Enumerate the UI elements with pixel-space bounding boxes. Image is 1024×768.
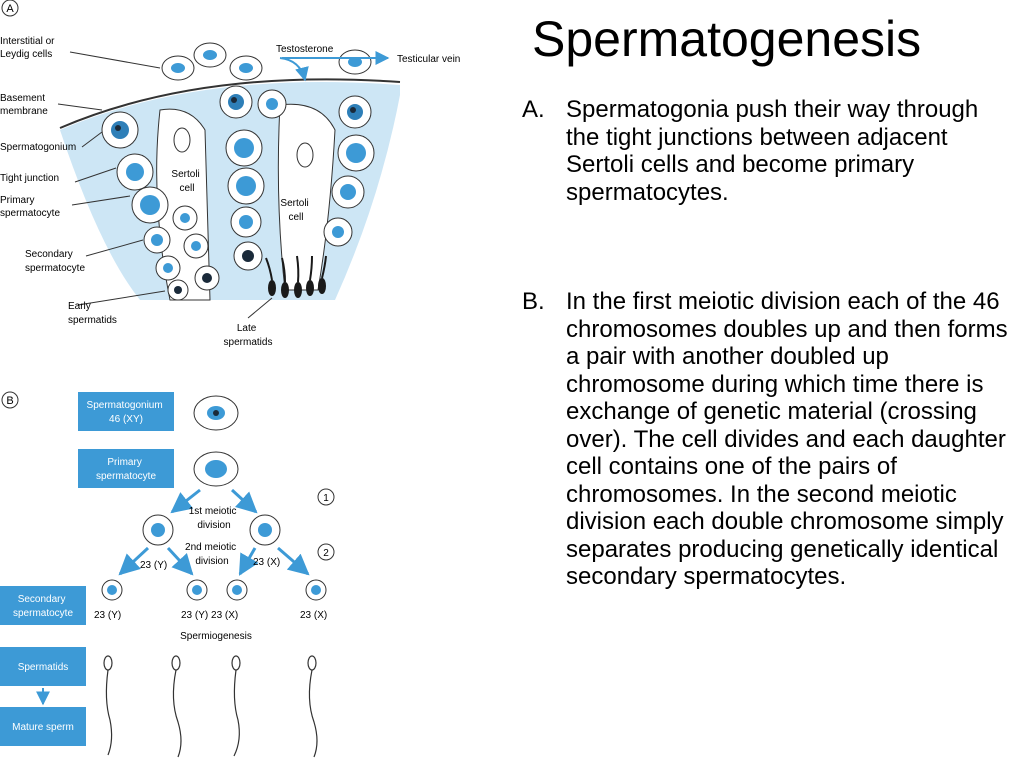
basement-membrane-line bbox=[59, 78, 401, 129]
label-primary: Primary spermatocyte bbox=[0, 195, 60, 219]
label-meiotic-1: 1st meiotic division bbox=[189, 506, 240, 531]
label-meiotic-2: 2nd meiotic division bbox=[185, 542, 239, 567]
panel-b-badge bbox=[1, 391, 19, 409]
box-secondary bbox=[0, 586, 86, 625]
box-mature-text: Mature sperm bbox=[12, 722, 74, 733]
box-mature bbox=[0, 707, 86, 746]
leydig-cells bbox=[161, 42, 372, 81]
count-bottom-2: 23 (Y) 23 (X) bbox=[181, 610, 238, 621]
label-spermiogenesis: Spermiogenesis bbox=[180, 631, 252, 642]
label-early: Early spermatids bbox=[68, 301, 117, 326]
testosterone-arrow bbox=[279, 57, 309, 82]
box-spermatids-text: Spermatids bbox=[18, 662, 69, 673]
label-spermatogonium: Spermatogonium bbox=[0, 142, 76, 153]
step-1: 1 bbox=[323, 493, 329, 504]
germ-cells bbox=[101, 85, 375, 301]
step-2: 2 bbox=[323, 548, 329, 559]
count-x-mid: 23 (X) bbox=[253, 557, 280, 568]
step-1-badge bbox=[317, 488, 335, 506]
box-spermatids bbox=[0, 647, 86, 686]
point-b-marker: B. bbox=[522, 288, 545, 315]
label-sertoli-1: Sertoli cell bbox=[171, 169, 202, 194]
count-bottom-1: 23 (Y) bbox=[94, 610, 121, 621]
box-primary-text: Primary spermatocyte bbox=[96, 457, 156, 482]
panel-a: A bbox=[0, 0, 460, 348]
box-primary bbox=[78, 449, 174, 488]
point-a: A. Spermatogonia push their way through … bbox=[522, 96, 1012, 206]
late-spermatids bbox=[265, 255, 327, 298]
sertoli-cell-2 bbox=[277, 103, 336, 291]
step-2-badge bbox=[317, 543, 335, 561]
panel-a-letter: A bbox=[6, 3, 14, 15]
label-late: Late spermatids bbox=[224, 323, 273, 348]
point-a-text: Spermatogonia push their way through the… bbox=[566, 96, 979, 206]
point-b-text: In the first meiotic division each of th… bbox=[566, 288, 1008, 590]
sperm-drawings bbox=[103, 655, 318, 758]
box-spermatogonium bbox=[78, 392, 174, 431]
slide-title: Spermatogenesis bbox=[532, 11, 922, 67]
panel-b: B Spermatogonium 46 (XY) Primary spermat… bbox=[0, 391, 335, 758]
label-testicular-vein: Testicular vein bbox=[397, 54, 460, 65]
label-secondary: Secondary spermatocyte bbox=[25, 249, 85, 274]
label-testosterone: Testosterone bbox=[276, 44, 334, 55]
label-basement: Basement membrane bbox=[0, 93, 48, 117]
leader-lines-a bbox=[57, 51, 273, 319]
panel-b-letter: B bbox=[6, 395, 13, 407]
point-a-marker: A. bbox=[522, 96, 545, 123]
point-b: B. In the first meiotic division each of… bbox=[522, 288, 1012, 591]
box-spermatogonium-text: Spermatogonium 46 (XY) bbox=[87, 400, 166, 425]
count-bottom-3: 23 (X) bbox=[300, 610, 327, 621]
label-sertoli-2: Sertoli cell bbox=[280, 198, 311, 223]
bullet-points: A. Spermatogonia push their way through … bbox=[522, 96, 1012, 591]
label-tight-junction: Tight junction bbox=[0, 173, 59, 184]
panel-a-badge bbox=[1, 0, 19, 17]
spermatogenesis-diagram: A bbox=[0, 0, 460, 758]
box-secondary-text: Secondary spermatocyte bbox=[13, 594, 73, 619]
count-y-mid: 23 (Y) bbox=[140, 560, 167, 571]
division-arrows bbox=[118, 488, 310, 576]
label-interstitial: Interstitial or Leydig cells bbox=[0, 36, 57, 60]
